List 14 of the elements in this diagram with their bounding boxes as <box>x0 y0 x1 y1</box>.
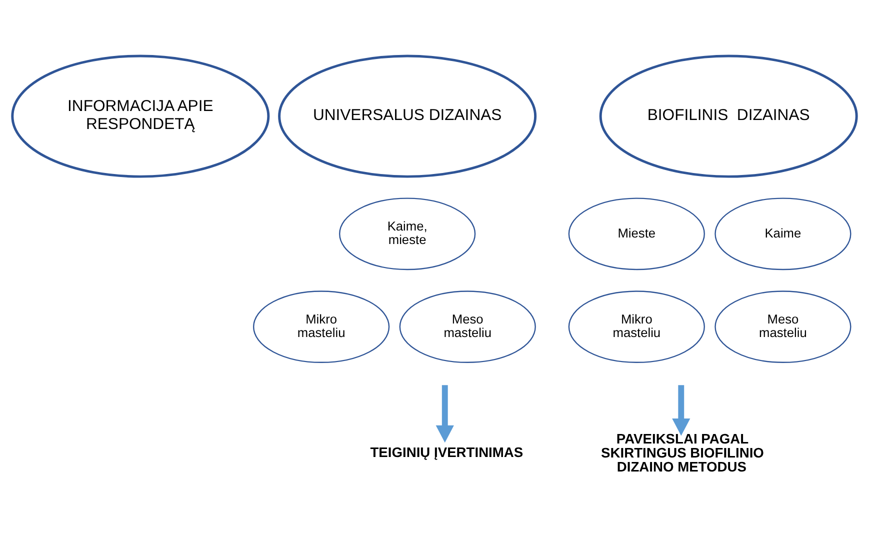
node-ellipse: Mieste <box>568 197 705 270</box>
arrow <box>672 384 690 436</box>
node-ellipse: INFORMACIJA APIE RESPONDETĄ <box>11 54 270 178</box>
arrow <box>436 384 454 442</box>
node-ellipse: Mikro masteliu <box>568 290 705 362</box>
node-ellipse: Mikro masteliu <box>253 290 390 362</box>
node-ellipse: Meso masteliu <box>399 290 536 362</box>
node-ellipse: Meso masteliu <box>714 290 852 362</box>
node-ellipse: BIOFILINIS DIZAINAS <box>599 54 858 178</box>
node-ellipse: Kaime <box>714 197 852 270</box>
node-text: PAVEIKSLAI PAGAL SKIRTINGUS BIOFILINIO DIZAINO METODUS <box>601 430 764 474</box>
node-ellipse: Kaime, mieste <box>339 197 476 270</box>
node-ellipse: UNIVERSALUS DIZAINAS <box>278 54 537 178</box>
node-text: TEIGINIŲ ĮVERTINIMAS <box>370 444 524 460</box>
